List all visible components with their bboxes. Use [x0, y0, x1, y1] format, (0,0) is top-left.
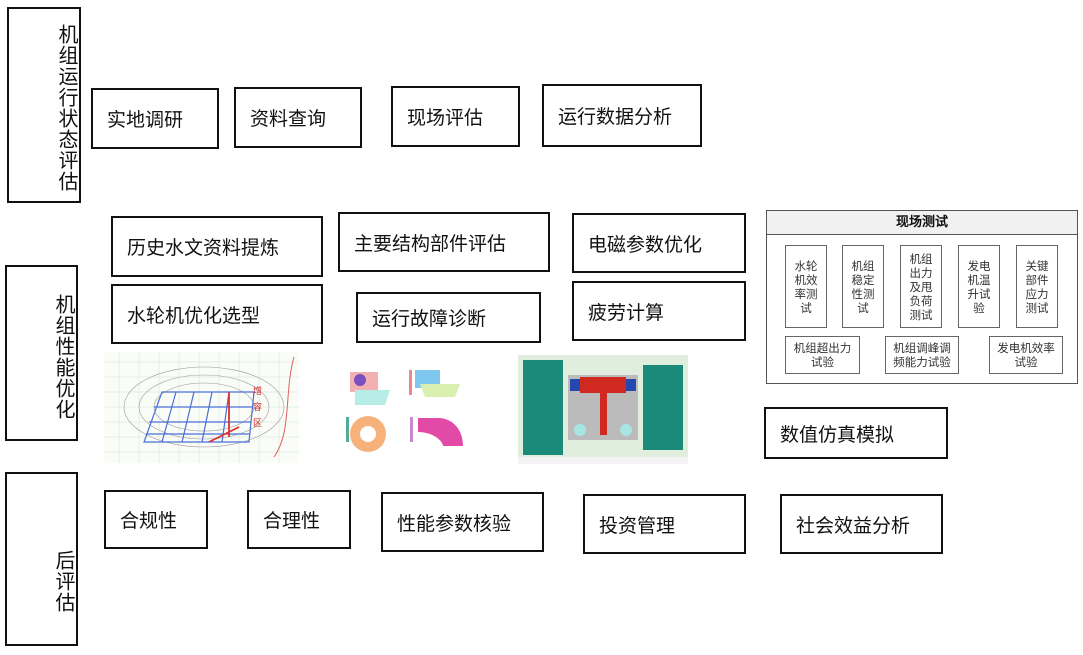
test-stability: 机组稳定性测试: [842, 245, 884, 328]
box-data-query: 资料查询: [234, 87, 362, 148]
test-key-stress: 关键部件应力测试: [1016, 245, 1058, 328]
chart-label: 增容区: [251, 386, 261, 434]
test-generator-temp: 发电机温升试验: [958, 245, 1000, 328]
box-numerical-sim: 数值仿真模拟: [764, 407, 948, 459]
efficiency-hill-chart-image: [104, 352, 299, 463]
box-compliance: 合规性: [104, 490, 208, 549]
field-test-panel: 现场测试 水轮机效率测试 机组稳定性测试 机组出力及甩负荷测试 发电机温升试验 …: [766, 210, 1078, 384]
test-output-load-rejection: 机组出力及甩负荷测试: [900, 245, 942, 328]
box-field-survey: 实地调研: [91, 88, 219, 149]
box-fault-diagnosis: 运行故障诊断: [356, 292, 541, 343]
box-onsite-eval: 现场评估: [391, 86, 520, 147]
box-operation-analysis: 运行数据分析: [542, 84, 702, 147]
category-perf-opt: 机组性能优化: [5, 265, 78, 441]
test-over-output: 机组超出力试验: [785, 336, 860, 374]
monitoring-screen-image: [518, 355, 688, 464]
box-fatigue: 疲劳计算: [572, 281, 746, 341]
box-social-benefit: 社会效益分析: [780, 494, 943, 554]
box-rationality: 合理性: [247, 490, 351, 549]
box-param-verify: 性能参数核验: [381, 492, 544, 552]
box-structure-eval: 主要结构部件评估: [338, 212, 550, 272]
field-test-title: 现场测试: [767, 211, 1077, 235]
test-peak-regulation: 机组调峰调频能力试验: [885, 336, 959, 374]
fea-simulation-image: [346, 370, 463, 452]
box-turbine-selection: 水轮机优化选型: [111, 284, 323, 344]
box-investment: 投资管理: [583, 494, 746, 554]
category-state-eval: 机组运行状态评估: [7, 7, 81, 203]
test-generator-efficiency: 发电机效率试验: [989, 336, 1063, 374]
box-em-param: 电磁参数优化: [572, 213, 746, 273]
category-post-eval: 后评估: [5, 472, 78, 646]
box-hydrology: 历史水文资料提炼: [111, 216, 323, 277]
test-turbine-efficiency: 水轮机效率测试: [785, 245, 827, 328]
